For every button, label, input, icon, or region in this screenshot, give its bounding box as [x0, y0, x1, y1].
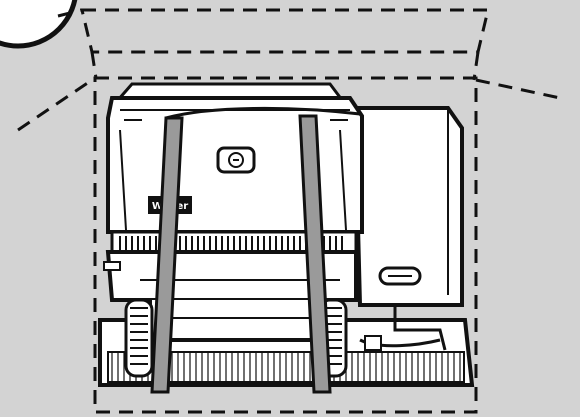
- packaging-box-outline: [17, 8, 561, 414]
- step-circle: [0, 0, 78, 49]
- side-shelf-handle-icon: [378, 266, 422, 286]
- strap-top-band: [165, 106, 361, 120]
- left-wheel: [124, 298, 154, 378]
- side-shelf: [352, 106, 464, 351]
- burner-knob-icon: [216, 146, 256, 174]
- packing-strap-right: [298, 114, 332, 394]
- packing-strap-left: [150, 116, 184, 394]
